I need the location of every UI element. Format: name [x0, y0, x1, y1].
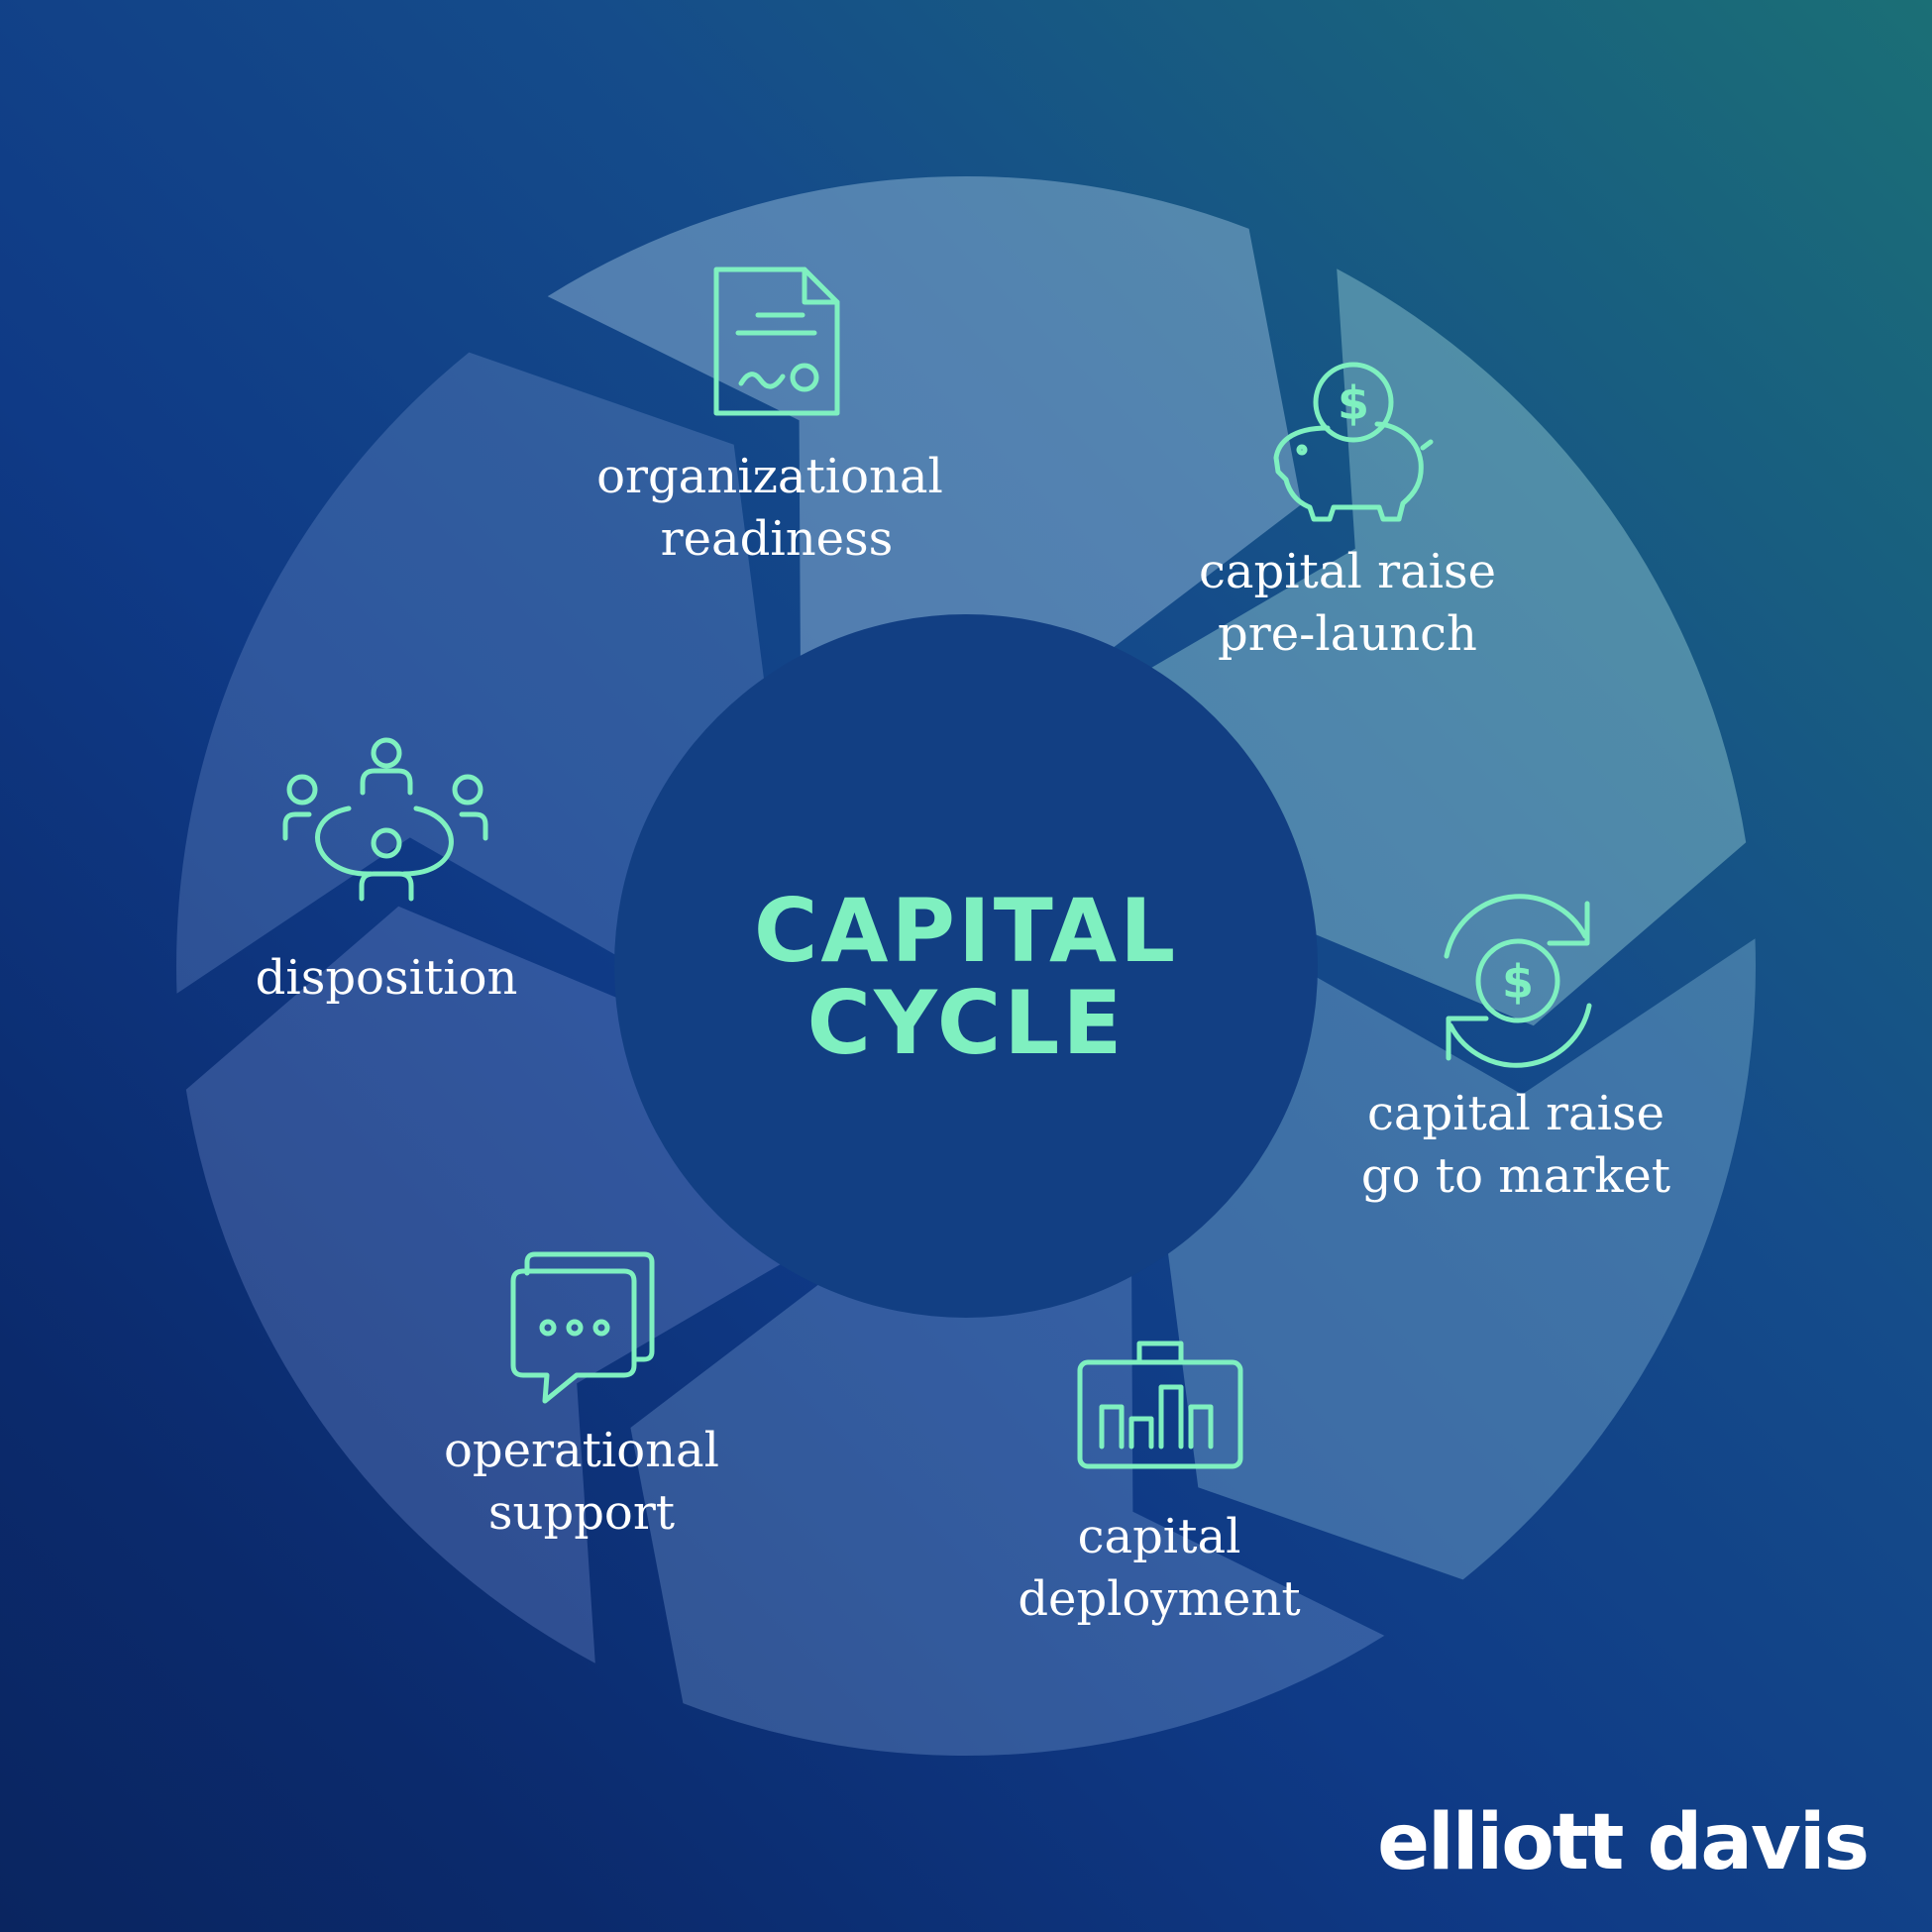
stage-capital-raise-pre-launch: $ capital raise pre-launch	[1199, 362, 1496, 662]
meeting-table-icon	[282, 737, 488, 902]
stage-capital-deployment: capital deployment	[1018, 1341, 1301, 1627]
center-title-line-1: CAPITAL	[754, 880, 1178, 982]
stage-label: disposition	[256, 950, 518, 1006]
stage-disposition: disposition	[256, 737, 518, 1006]
document-signature-icon	[713, 267, 840, 416]
stage-label-line-2: pre-launch	[1218, 606, 1477, 662]
center-title-line-2: CYCLE	[807, 972, 1126, 1074]
stage-label-line-1: operational	[444, 1423, 719, 1478]
center-hub	[614, 614, 1318, 1318]
stage-label-line-1: capital raise	[1367, 1086, 1664, 1141]
stage-capital-raise-go-to-market: $ capital raise go to market	[1361, 894, 1670, 1204]
stage-organizational-readiness: organizational readiness	[596, 267, 943, 567]
stage-label-line-1: capital	[1078, 1509, 1241, 1564]
chat-bubbles-icon	[510, 1251, 655, 1404]
cycle-segment-6	[176, 352, 770, 994]
piggy-bank-dollar-icon: $	[1273, 362, 1434, 522]
stage-operational-support: operational support	[444, 1251, 719, 1541]
cycle-segment-1	[547, 175, 1302, 701]
briefcase-chart-icon	[1077, 1341, 1243, 1469]
stage-label-line-2: go to market	[1361, 1148, 1670, 1204]
cycle-segment-3	[1162, 938, 1756, 1580]
svg-text:$: $	[1338, 376, 1369, 430]
dollar-cycle-icon: $	[1444, 894, 1592, 1068]
elliott-davis-logo: elliott davis	[1377, 1798, 1868, 1887]
stage-label-line-2: readiness	[661, 511, 894, 567]
stage-label-line-2: support	[488, 1485, 675, 1541]
stage-label-line-1: organizational	[596, 449, 943, 504]
stage-label-line-2: deployment	[1018, 1571, 1300, 1627]
stage-label-line-1: capital raise	[1199, 544, 1496, 599]
cycle-segment-4	[630, 1231, 1385, 1757]
svg-text:$: $	[1502, 955, 1534, 1009]
